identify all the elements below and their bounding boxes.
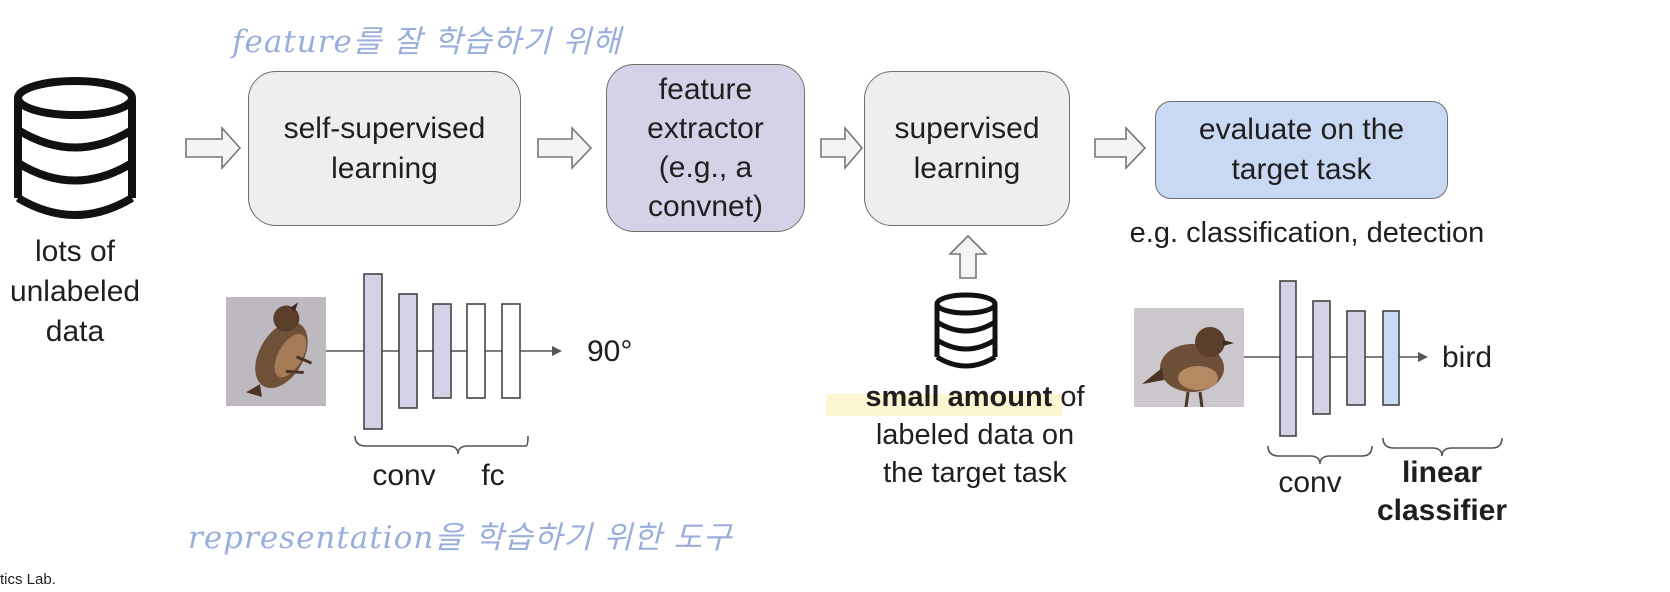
highlight-mark bbox=[826, 394, 1062, 416]
fc-layer bbox=[466, 303, 486, 399]
rotated-bird-image bbox=[226, 297, 326, 406]
conv-layer bbox=[1279, 280, 1297, 437]
fc-brace-label: fc bbox=[481, 459, 505, 492]
bird-image bbox=[1134, 308, 1244, 407]
conv-layer bbox=[363, 273, 383, 430]
fc-layer bbox=[501, 303, 521, 399]
conv-layer bbox=[432, 303, 452, 399]
conv-brace-label: conv bbox=[372, 459, 436, 492]
conv-layer bbox=[398, 293, 418, 409]
data-source-label: lots of unlabeled data bbox=[9, 235, 141, 348]
evaluate-example-text: e.g. classification, detection bbox=[1129, 217, 1485, 249]
footer-lab-text: tics Lab. bbox=[0, 571, 56, 588]
handwritten-note-top: feature를 잘 학습하기 위해 bbox=[232, 24, 622, 60]
conv-layer bbox=[1312, 300, 1331, 415]
linear-classifier-label: linear classifier bbox=[1376, 456, 1508, 527]
pretext-output-label: 90° bbox=[587, 335, 633, 368]
handwritten-note-bottom: representation을 학습하기 위한 도구 bbox=[188, 520, 733, 556]
labeled-data-label: small amount of labeled data on the targ… bbox=[865, 381, 1085, 489]
downstream-conv-label: conv bbox=[1278, 466, 1342, 499]
linear-layer bbox=[1382, 310, 1400, 406]
conv-layer bbox=[1346, 310, 1366, 406]
downstream-output-label: bird bbox=[1442, 341, 1493, 374]
feature-extractor-box: feature extractor (e.g., a convnet) bbox=[606, 64, 805, 232]
